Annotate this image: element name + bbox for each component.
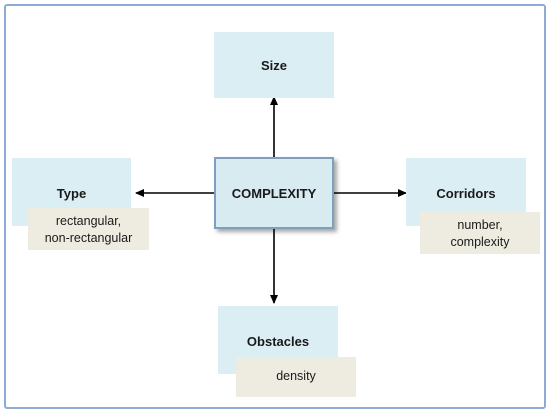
obstacles-detail-line1: density [276, 369, 316, 383]
corridors-detail-line1: number, [457, 218, 503, 232]
type-label: Type [56, 186, 87, 201]
type-detail: rectangular, non-rectangular [28, 208, 149, 250]
corridors-detail-line2: complexity [450, 235, 510, 249]
corridors-label: Corridors [436, 186, 496, 201]
type-detail-line1: rectangular, [55, 214, 122, 228]
corridors-detail: number, complexity [420, 212, 540, 254]
size-label: Size [260, 58, 287, 73]
complexity-node: COMPLEXITY [214, 157, 334, 229]
obstacles-label: Obstacles [246, 334, 310, 349]
complexity-label: COMPLEXITY [231, 185, 317, 201]
type-detail-line2: non-rectangular [44, 231, 133, 245]
obstacles-detail: density [236, 357, 356, 397]
size-node: Size [214, 32, 334, 98]
